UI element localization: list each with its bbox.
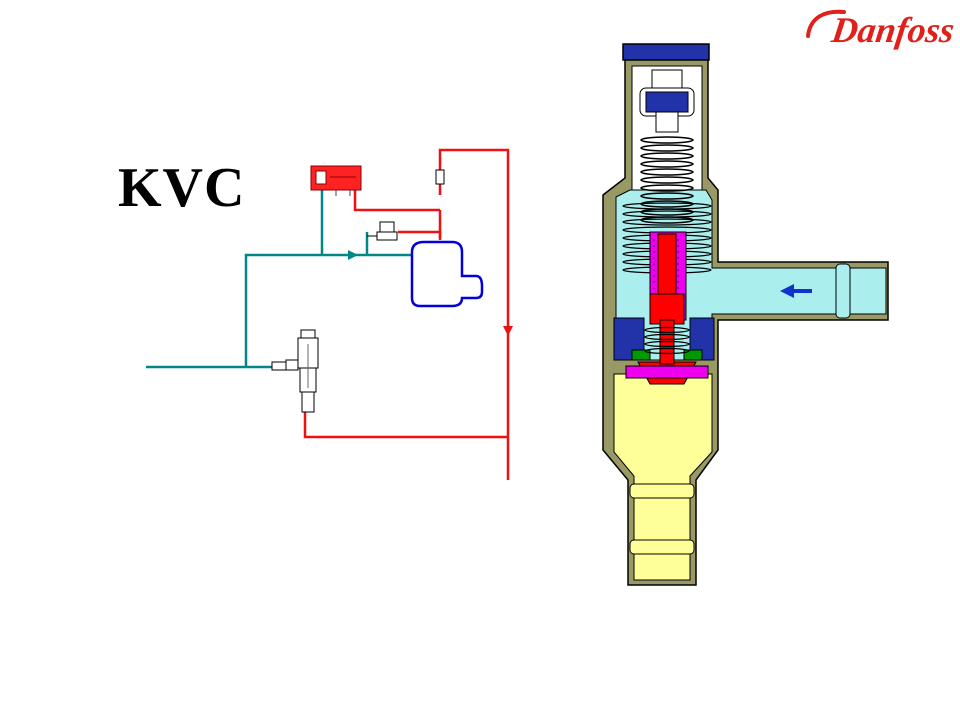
coil-turn <box>644 340 690 348</box>
coil-turn <box>640 136 694 144</box>
coil-turn <box>644 326 690 334</box>
flow-arrow-icon <box>503 326 513 336</box>
outlet-fluid <box>613 373 713 581</box>
logo-swoosh <box>806 9 846 38</box>
logo-text: Danfoss <box>828 10 957 50</box>
guide-dot <box>677 275 679 277</box>
guide-dot <box>677 239 679 241</box>
guide-dot <box>653 287 655 289</box>
guide-dot <box>653 251 655 253</box>
adjusting-spindle <box>639 69 695 133</box>
coil-turn <box>622 218 712 226</box>
slide-title: KVC <box>118 157 246 219</box>
guide-dot <box>677 281 679 283</box>
evaporator-icon <box>410 240 484 308</box>
guide-dot <box>653 269 655 271</box>
expansion-valve-icon <box>271 329 319 413</box>
seat-ring <box>625 365 709 379</box>
protective-cap <box>622 43 710 61</box>
coil-turn <box>640 160 694 168</box>
guide-dot <box>677 257 679 259</box>
inlet-pipe-bead <box>835 263 851 319</box>
coil-turn <box>644 333 690 341</box>
coil-turn <box>640 144 694 152</box>
guide-dot <box>653 239 655 241</box>
flow-arrow-icon <box>348 250 358 260</box>
solenoid-valve-icon <box>367 221 398 241</box>
guide-dot <box>653 245 655 247</box>
coil-turn <box>644 347 690 355</box>
guide-dot <box>677 263 679 265</box>
seal-ring <box>683 349 703 361</box>
guide-dot <box>677 251 679 253</box>
outlet-pipe-bead <box>629 483 695 499</box>
guide-dot <box>653 263 655 265</box>
coil-turn <box>640 192 694 200</box>
outlet-pipe-bead <box>629 539 695 555</box>
pressure-switch-icon <box>310 165 362 196</box>
valve-plate <box>649 293 685 325</box>
coil-turn <box>622 210 712 218</box>
seal-ring <box>631 349 651 361</box>
coil-turn <box>640 168 694 176</box>
guide-dot <box>653 257 655 259</box>
guide-dot <box>677 287 679 289</box>
valve-spindle <box>657 233 677 295</box>
flow-arrow-icon <box>780 284 812 298</box>
guide-dot <box>677 269 679 271</box>
coil-turn <box>622 202 712 210</box>
guide-dot <box>677 245 679 247</box>
danfoss-logo: Danfoss <box>806 9 957 50</box>
seat-spring <box>644 326 690 355</box>
coil-turn <box>640 176 694 184</box>
check-valve-icon <box>435 169 445 185</box>
coil-turn <box>640 184 694 192</box>
guide-dot <box>653 281 655 283</box>
coil-turn <box>640 152 694 160</box>
guide-dot <box>653 275 655 277</box>
